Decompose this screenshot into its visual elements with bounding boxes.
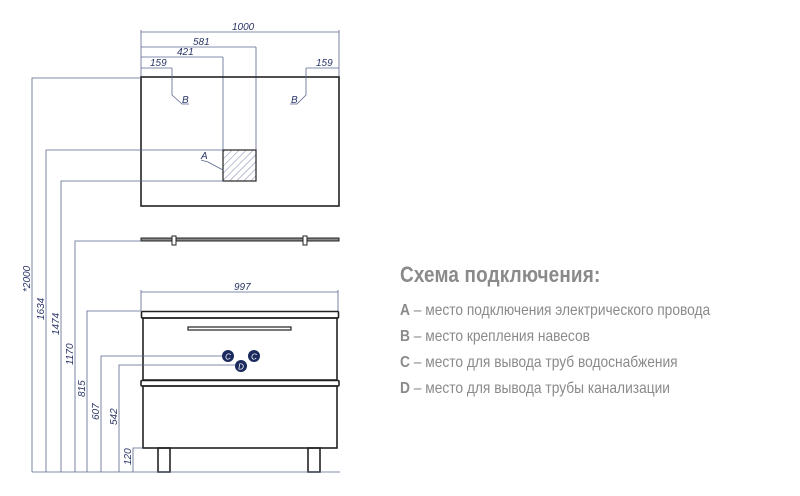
dim-label-1634: 1634 [36, 297, 47, 320]
legend-item-d: D – место для вывода трубы канализации [400, 380, 670, 397]
dim-label-159-right: 159 [316, 58, 333, 69]
marker-d: D [238, 363, 244, 372]
legend-item-b: B – место крепления навесов [400, 328, 590, 345]
dim-label-997: 997 [234, 282, 251, 293]
shelf [140, 235, 340, 246]
electrical-connection-area [222, 149, 257, 182]
dim-label-542: 542 [109, 408, 120, 425]
vertical-dimensions: *2000 1634 1474 1170 815 607 542 120 [22, 77, 340, 473]
connection-legend: Схема подключения: A – место подключения… [400, 262, 761, 406]
marker-b-left: B [182, 95, 189, 106]
dim-label-607: 607 [91, 403, 102, 420]
dim-label-2000: *2000 [22, 265, 33, 292]
legend-item-c: C – место для вывода труб водоснабжения [400, 354, 678, 371]
marker-c-right: C [251, 353, 257, 362]
dim-label-581: 581 [193, 37, 210, 48]
drawer-handle [187, 326, 292, 331]
pipe-markers: C C D [222, 350, 260, 372]
legend-item-a: A – место подключения электрического про… [400, 302, 711, 319]
dim-label-159-left: 159 [150, 58, 167, 69]
dim-label-1474: 1474 [51, 312, 62, 335]
marker-b-right: B [291, 95, 298, 106]
marker-c-left: C [225, 353, 231, 362]
dim-label-1000: 1000 [232, 22, 255, 33]
legend-title: Схема подключения: [400, 262, 601, 287]
marker-a: A [200, 151, 208, 162]
dim-label-421: 421 [177, 47, 194, 58]
dim-label-1170: 1170 [65, 343, 76, 365]
dim-label-120: 120 [123, 448, 134, 465]
cabinet: 997 [140, 282, 340, 473]
top-dimensions: 1000 581 421 159 159 [140, 22, 340, 150]
mirror-outline [140, 76, 340, 207]
dim-label-815: 815 [77, 380, 88, 397]
